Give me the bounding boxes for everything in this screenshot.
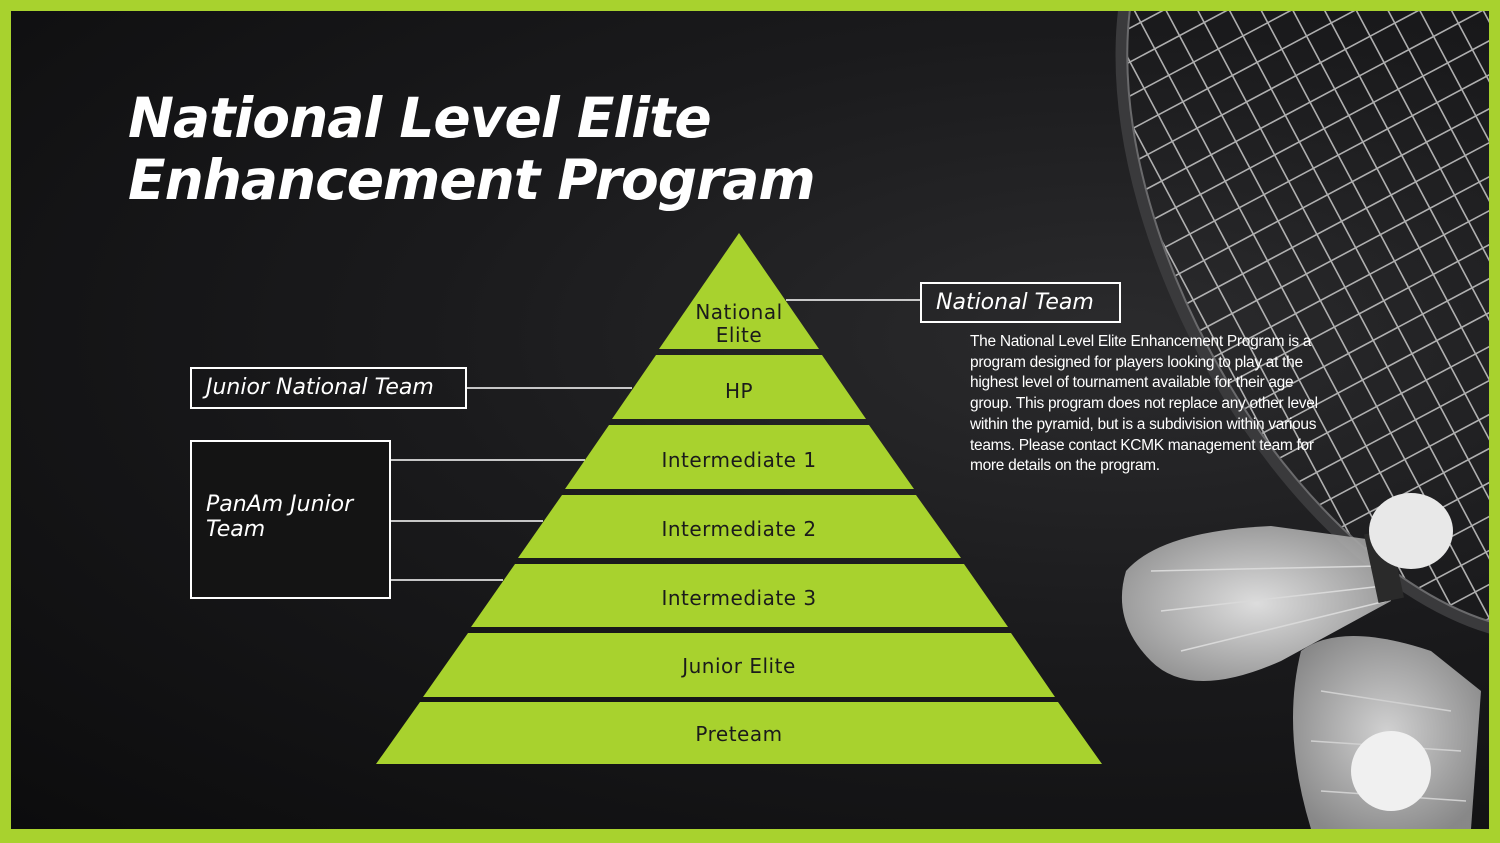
tier-label-hp: HP [725,379,753,403]
national-team-callout: National Team [920,282,1121,323]
tier-label-intermediate-3: Intermediate 3 [661,586,816,610]
tier-preteam [376,702,1102,764]
title-line-2: Enhancement Program [128,148,816,212]
tier-hp [612,355,866,419]
panam-junior-team-callout: PanAm Junior Team [190,440,391,599]
program-description: The National Level Elite Enhancement Pro… [970,333,1318,475]
tier-label-junior-elite: Junior Elite [680,654,796,678]
shuttlecock-icon [1121,493,1453,681]
elite-pyramid: National Elite HP Intermediate 1 Interme… [376,233,1102,764]
title-line-1: National Level Elite [128,86,712,150]
racket-frame-edge [1126,11,1489,632]
tier-label-elite: Elite [716,323,762,347]
tier-intermediate-1 [565,425,914,489]
shuttlecock-icon [1293,636,1481,829]
tier-label-preteam: Preteam [695,722,782,746]
tier-intermediate-2 [518,495,961,558]
badminton-racket-and-shuttlecocks-icon [1001,11,1489,829]
racket-strings [1001,11,1489,731]
tier-intermediate-3 [471,564,1008,627]
racket-frame [1115,11,1489,643]
page-title: National Level Elite Enhancement Program [128,86,816,212]
tier-label-intermediate-1: Intermediate 1 [661,448,816,472]
slide: National Level Elite Enhancement Program… [11,11,1489,829]
tier-label-national: National [695,300,782,324]
junior-national-team-callout: Junior National Team [190,367,467,409]
tier-national-elite [659,233,819,349]
tier-junior-elite [423,633,1055,697]
tier-label-intermediate-2: Intermediate 2 [661,517,816,541]
